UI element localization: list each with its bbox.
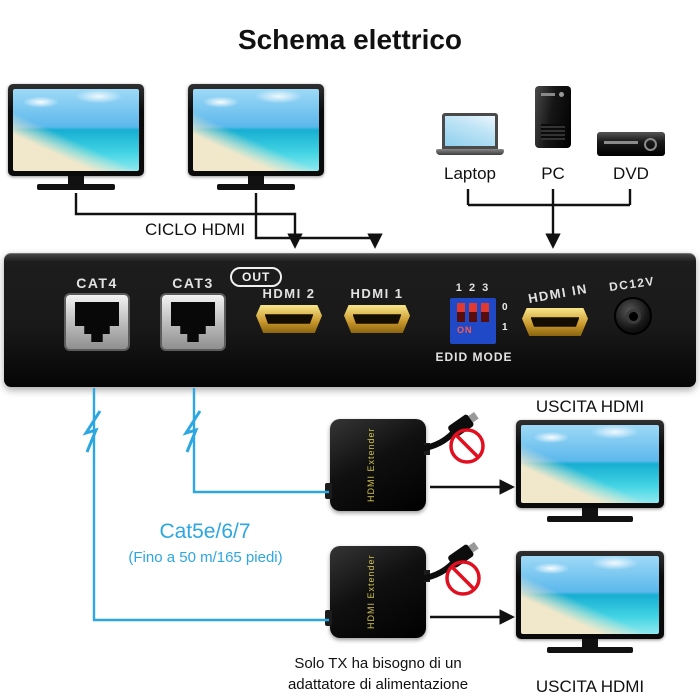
cat3-label: CAT3	[172, 275, 214, 291]
laptop-label: Laptop	[444, 164, 496, 183]
hdmi-in-port	[522, 308, 588, 336]
dip-numbers: 1 2 3	[455, 282, 491, 294]
dip-on-label: ON	[457, 325, 473, 335]
monitor-base	[216, 184, 296, 190]
dc-power-jack	[614, 297, 652, 335]
hdmi-extender-rx-1: HDMI Extender	[325, 419, 430, 511]
monitor-stand	[68, 176, 84, 184]
hdmi1-label: HDMI 1	[350, 286, 404, 301]
laptop-icon	[436, 113, 504, 155]
cat4-rj45-port	[64, 293, 130, 351]
monitor-stand	[582, 508, 598, 516]
hdmi-splitter-device: CAT4 CAT3 OUT HDMI 2 HDMI 1 1 2 3 ON 0 1…	[4, 253, 696, 387]
cat3-rj45-port	[160, 293, 226, 351]
cat-cable-type-label: Cat5e/6/7	[159, 520, 251, 543]
output-monitor-1	[516, 420, 664, 522]
hdmi1-port	[344, 305, 410, 333]
monitor-frame	[8, 84, 144, 176]
dvd-label: DVD	[613, 164, 649, 183]
rx1-hdmi-port	[424, 443, 430, 455]
monitor-base	[547, 516, 633, 522]
hdmi-in-label: HDMI IN	[526, 280, 590, 307]
monitor-frame	[516, 420, 664, 508]
monitor-screen	[521, 425, 659, 503]
hdmi2-label: HDMI 2	[262, 286, 316, 301]
rx2-cat-port	[325, 610, 332, 626]
prohibited-icon-1	[449, 428, 485, 464]
rx1-cat-port	[325, 483, 332, 499]
prohibited-icon-2	[445, 560, 481, 596]
monitor-screen	[521, 556, 659, 634]
note-line-1: Solo TX ha bisogno di un	[294, 655, 462, 672]
rx2-hdmi-port	[424, 570, 430, 582]
monitor-screen	[13, 89, 139, 171]
lightning-bolt-icon-1	[82, 410, 102, 453]
uscita-hdmi-label-2: USCITA HDMI	[535, 677, 645, 696]
monitor-stand	[248, 176, 264, 184]
rx1-hdmi-plug	[448, 411, 479, 438]
hdmi-loop-label: CICLO HDMI	[145, 220, 246, 239]
pc-label: PC	[541, 164, 565, 183]
cat4-label: CAT4	[76, 275, 118, 291]
dip-switch-levers	[457, 303, 489, 322]
prohibited-slash-1	[454, 433, 480, 459]
output-monitor-2	[516, 551, 664, 653]
rx1-side-text: HDMI Extender	[366, 427, 376, 503]
dip-zero-label: 0	[502, 302, 508, 313]
edid-dip-switch: ON	[450, 298, 496, 344]
hdmi-extender-rx-2: HDMI Extender	[325, 546, 430, 638]
hdmi2-port	[256, 305, 322, 333]
uscita-hdmi-label-1: USCITA HDMI	[535, 397, 645, 416]
lightning-bolt-icon-2	[182, 410, 202, 453]
cat-cable-length-label: (Fino a 50 m/165 piedi)	[128, 549, 283, 566]
rx2-hdmi-plug	[448, 541, 479, 568]
loop-monitor-1	[8, 84, 144, 190]
dip-one-label: 1	[502, 322, 508, 333]
monitor-screen	[193, 89, 319, 171]
wire-sources-bus	[466, 189, 632, 207]
monitor-stand	[582, 639, 598, 647]
prohibited-slash-2	[450, 565, 476, 591]
out-label: OUT	[230, 267, 283, 287]
edid-mode-label: EDID MODE	[435, 350, 513, 364]
monitor-frame	[188, 84, 324, 176]
wire-cat4-to-rx2	[92, 388, 329, 622]
page-title: Schema elettrico	[237, 24, 463, 55]
rx2-side-text: HDMI Extender	[366, 554, 376, 630]
tx-power-note: Solo TX ha bisogno di un adattatore di a…	[258, 653, 498, 695]
loop-monitor-2	[188, 84, 324, 190]
monitor-base	[36, 184, 116, 190]
dvd-icon	[597, 132, 665, 156]
monitor-base	[547, 647, 633, 653]
wire-monitor2-to-hdmi1	[254, 193, 383, 249]
wire-cat3-to-rx1	[192, 388, 329, 494]
dip-01-labels: 0 1	[502, 302, 508, 333]
dc12v-label: DC12V	[608, 273, 656, 295]
pc-icon	[535, 86, 571, 148]
note-line-2: adattatore di alimentazione	[287, 676, 469, 693]
monitor-frame	[516, 551, 664, 639]
